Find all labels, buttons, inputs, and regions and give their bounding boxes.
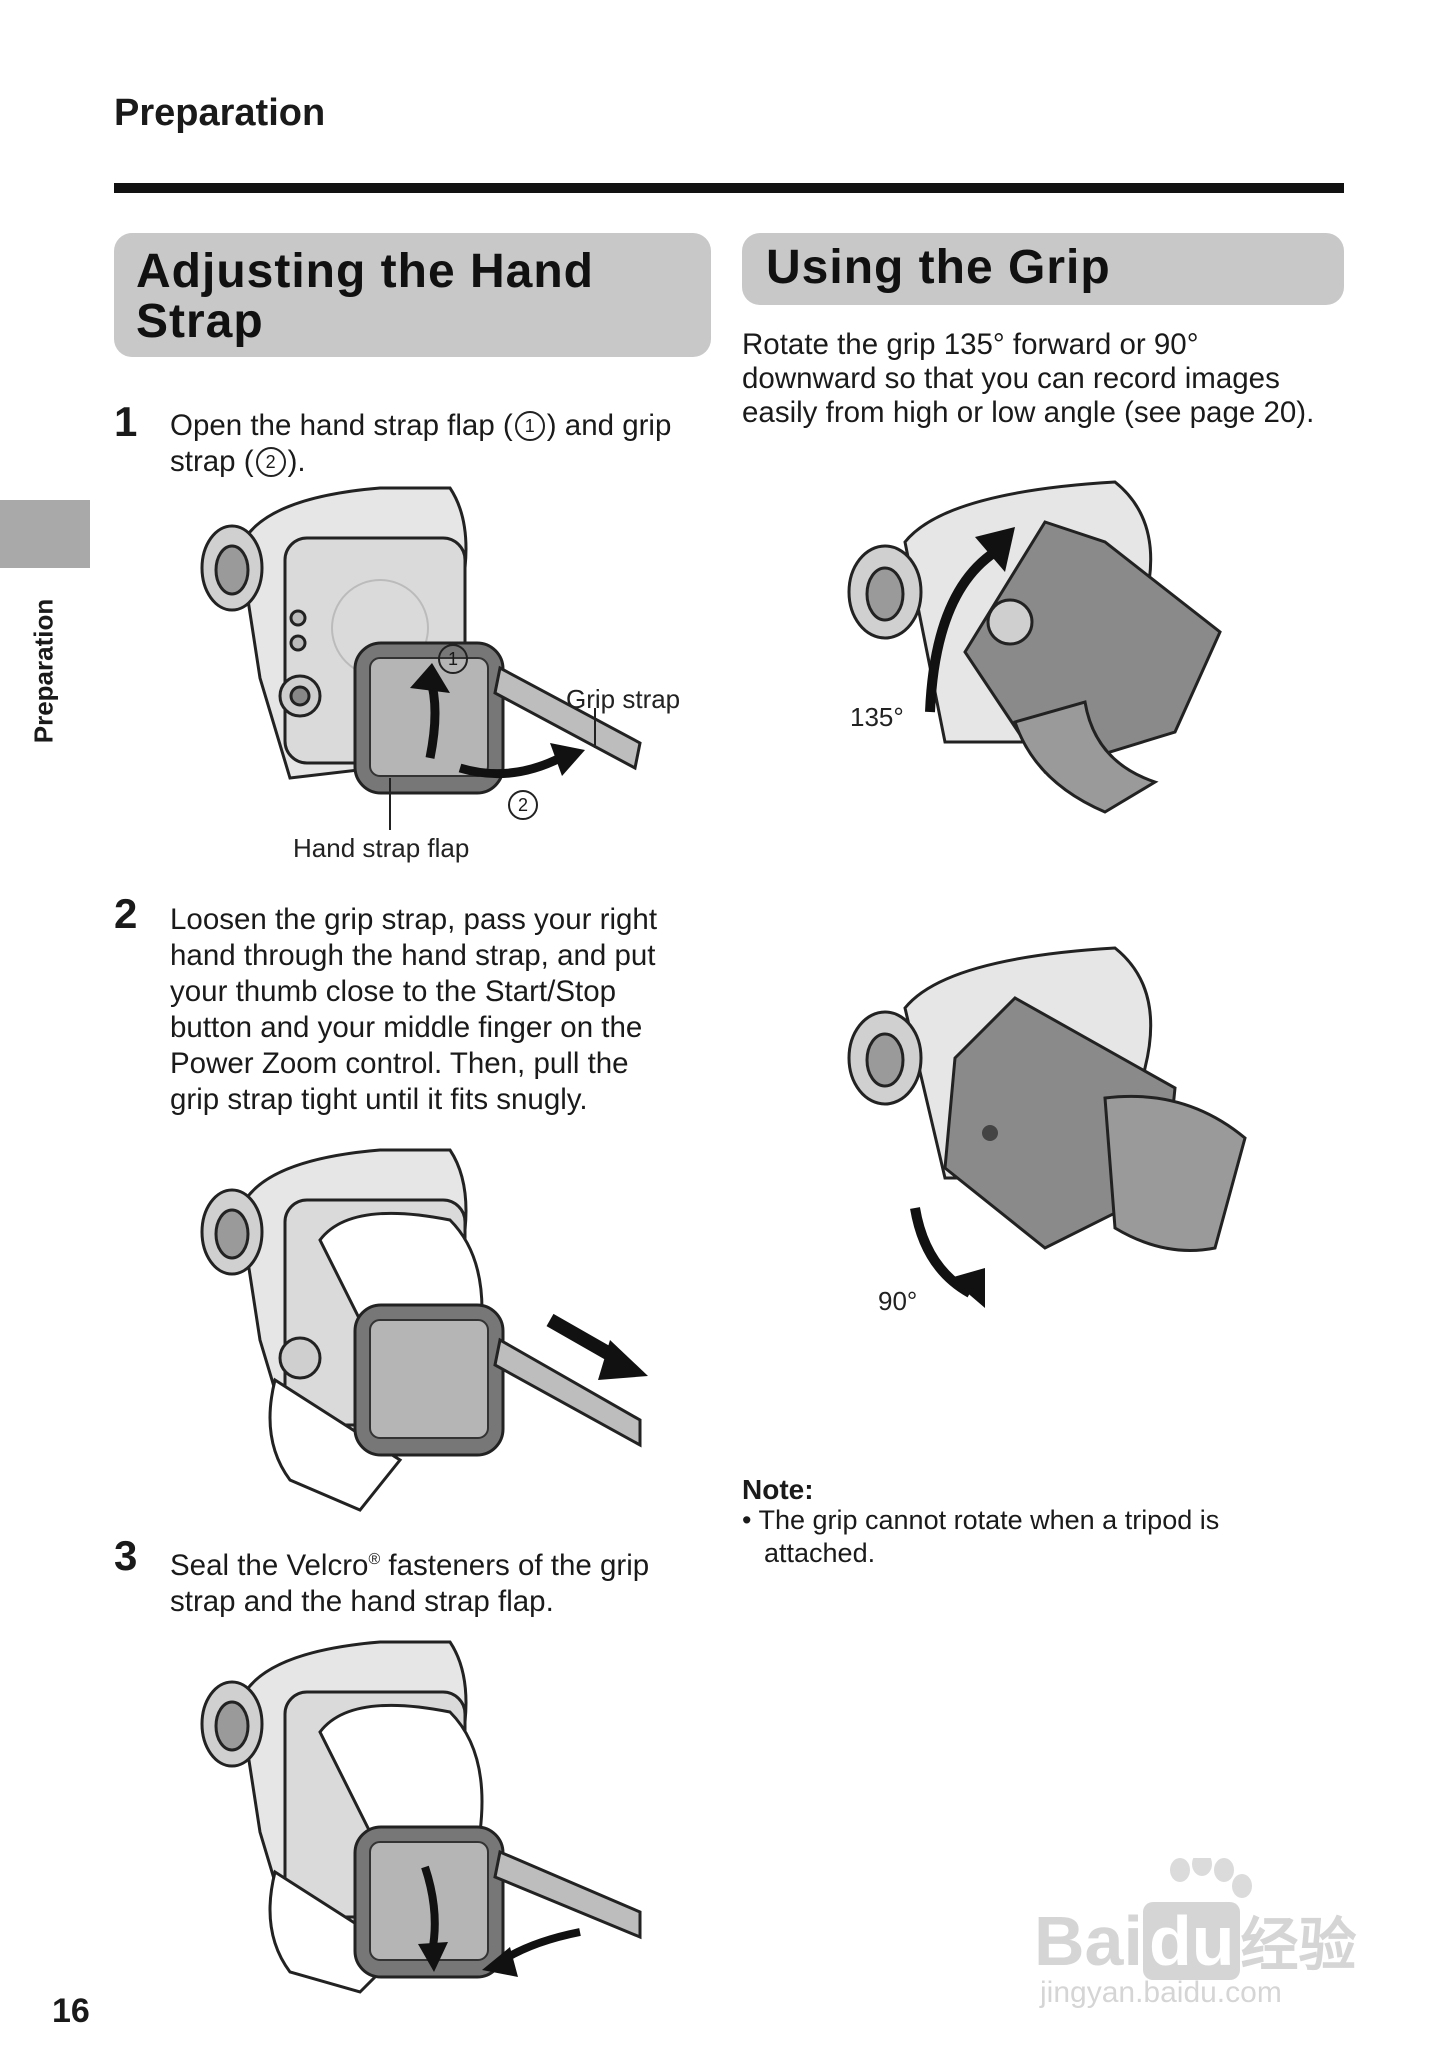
note-title: Note:	[742, 1474, 814, 1505]
grip-strap-illustration	[493, 1337, 642, 1448]
side-tab-label: Preparation	[28, 598, 59, 744]
step1-text: Open the hand strap flap (1) and grip st…	[170, 409, 672, 478]
grip-strap-label: Grip strap	[566, 684, 681, 714]
grip-strap-illustration	[493, 1849, 642, 1940]
step3-text: Seal the Velcro® fasteners of the grip s…	[170, 1548, 650, 1618]
hand-strap-heading-box: Adjusting the Hand Strap	[114, 233, 711, 357]
page-number: 16	[52, 1992, 90, 2030]
seal-arrow-left-head	[482, 1947, 518, 1977]
angle-90-label: 90°	[878, 1286, 918, 1316]
figure-open-hand-strap	[200, 486, 642, 830]
figure-hand-in-strap	[200, 1148, 648, 1512]
figure-grip-90	[847, 946, 1247, 1308]
hand-strap-flap-illustration	[353, 1825, 505, 1979]
figure-grip-135	[847, 480, 1222, 814]
pull-arrow	[458, 753, 563, 779]
step2-number: 2	[114, 890, 138, 937]
angle-135-label: 135°	[850, 702, 904, 732]
fig1-circled-1: 1	[438, 644, 468, 674]
rotate-forward-arrow	[925, 547, 998, 713]
step1-number: 1	[114, 398, 138, 445]
grip-heading: Using the Grip	[766, 241, 1111, 294]
grip-illustration	[943, 996, 1247, 1252]
pull-tight-arrow-head	[598, 1340, 648, 1380]
grip-body-text: Rotate the grip 135° forward or 90° down…	[742, 328, 1315, 429]
grip-illustration	[963, 520, 1222, 814]
paw-icon	[1170, 1858, 1252, 1898]
hand-strap-flap-illustration	[353, 641, 505, 795]
rotate-down-arrow-head	[950, 1268, 985, 1308]
hand-strap-flap-label: Hand strap flap	[293, 833, 470, 863]
circled-1: 1	[514, 411, 545, 441]
header-rule	[114, 183, 1344, 193]
fig1-circled-2: 2	[508, 790, 538, 820]
note-text: • The grip cannot rotate when a tripod i…	[742, 1505, 1220, 1568]
seal-arrow-down-head	[418, 1942, 448, 1972]
figure-seal-velcro	[200, 1640, 642, 1994]
circled-2: 2	[255, 447, 286, 477]
step3-number: 3	[114, 1532, 138, 1579]
hand-strap-heading-line2: Strap	[136, 295, 264, 348]
hand-strap-heading-line1: Adjusting the Hand	[136, 245, 594, 298]
hand-strap-flap-illustration	[353, 1303, 505, 1457]
rotate-forward-arrow-head	[975, 527, 1015, 572]
grip-strap-illustration	[493, 665, 642, 771]
section-title: Preparation	[114, 92, 326, 134]
up-arrow-head	[410, 663, 450, 693]
grip-heading-box: Using the Grip	[742, 233, 1344, 305]
step2-text: Loosen the grip strap, pass your right h…	[170, 903, 658, 1116]
pull-arrow-head	[550, 743, 585, 776]
side-tab	[0, 500, 90, 568]
